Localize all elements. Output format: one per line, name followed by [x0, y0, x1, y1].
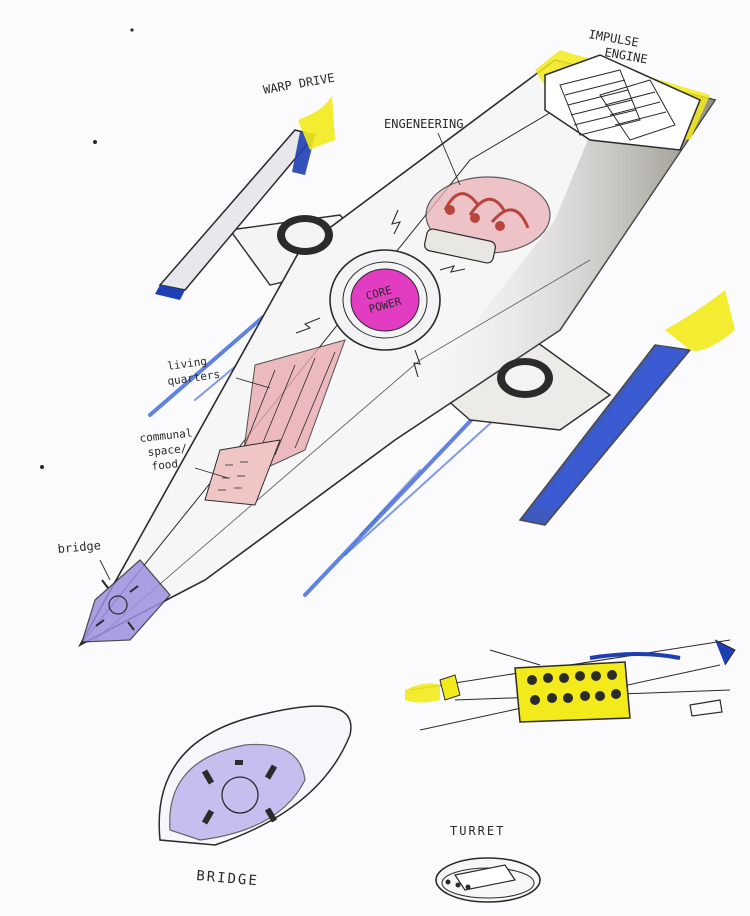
turret-side-view [405, 640, 735, 730]
label-turret: TURRET [450, 824, 505, 838]
label-bridge-small: bridge [57, 538, 101, 556]
label-engineering: ENGENEERING [384, 117, 463, 131]
label-communal-2: space/ [147, 442, 188, 459]
label-communal-3: food [151, 457, 179, 473]
turret-detail [436, 858, 540, 902]
bridge-detail [159, 706, 351, 845]
pencil-dots [40, 28, 134, 469]
label-warp-drive: WARP DRIVE [262, 71, 336, 97]
label-bridge: BRIDGE [196, 868, 260, 889]
